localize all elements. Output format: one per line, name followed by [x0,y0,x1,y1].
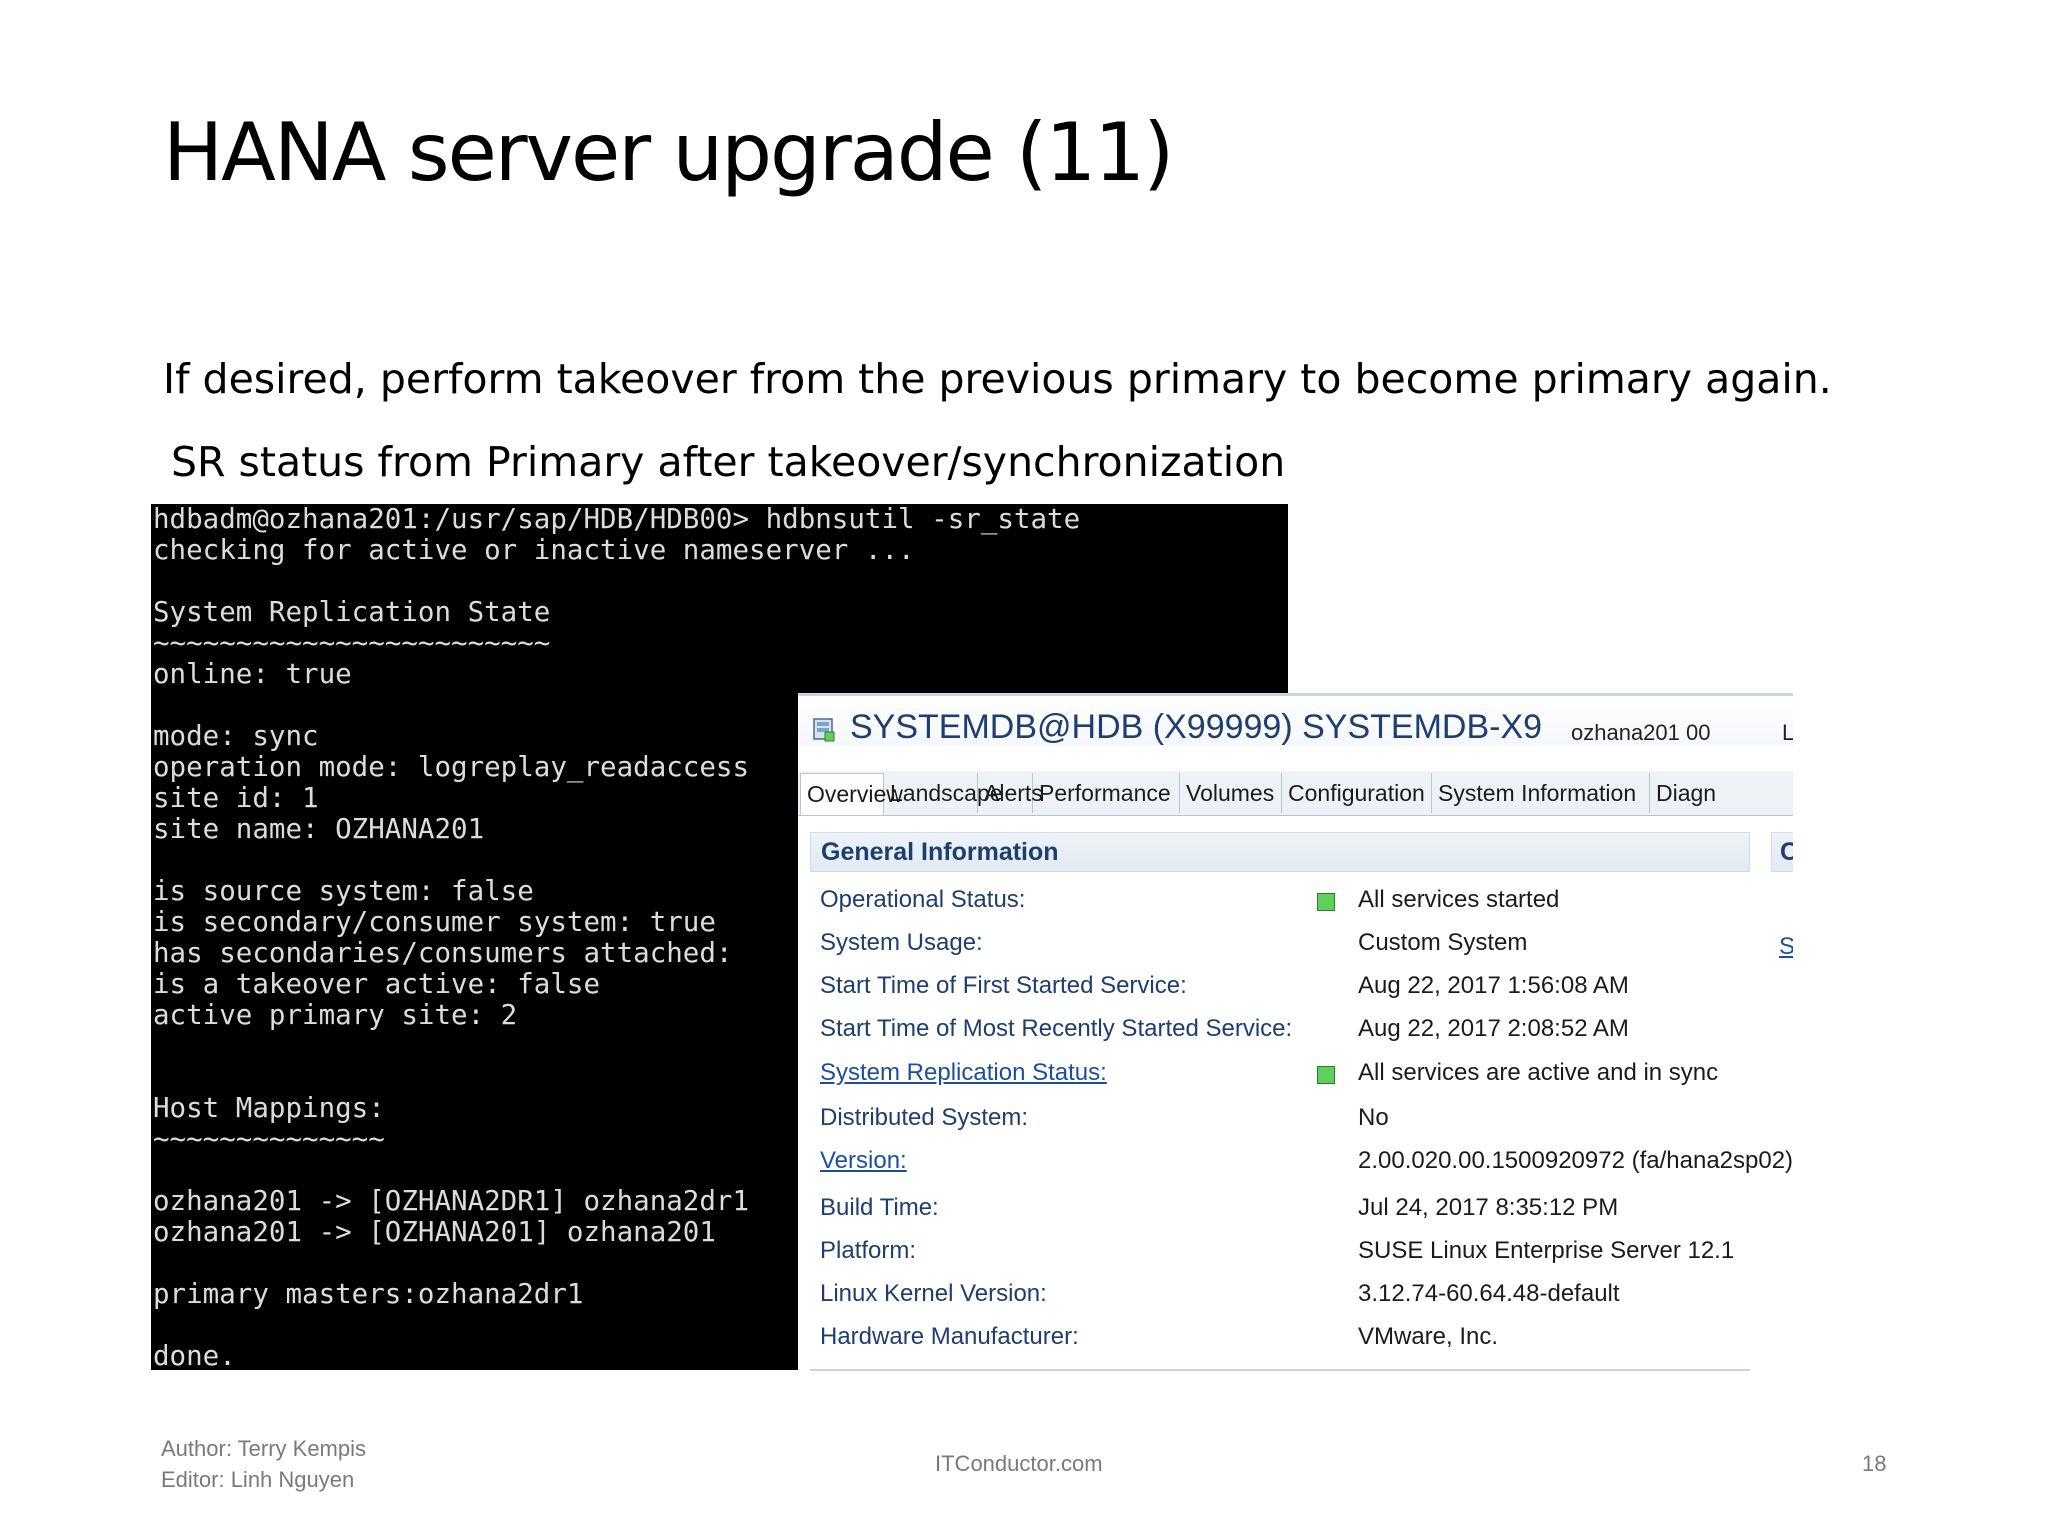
terminal-line: site id: 1 [153,782,319,814]
info-label: Start Time of First Started Service: [820,972,1187,999]
info-label: Distributed System: [820,1104,1029,1131]
tab-configuration[interactable]: Configuration [1282,773,1432,813]
terminal-line: System Replication State [153,596,551,628]
terminal-line: hdbadm@ozhana201:/usr/sap/HDB/HDB00> hdb… [153,504,1081,535]
terminal-line: Host Mappings: [153,1092,385,1124]
info-label-link[interactable]: System Replication Status: [820,1059,1107,1086]
studio-host-label: ozhana201 00 [1571,720,1711,745]
info-value: Aug 22, 2017 1:56:08 AM [1358,972,1629,999]
subheading-text: SR status from Primary after takeover/sy… [171,438,1286,486]
tab-landscape[interactable]: Landscape [884,773,1003,813]
terminal-line: ~~~~~~~~~~~~~~~~~~~~~~~~ [153,627,551,659]
terminal-line: site name: OZHANA201 [153,813,485,845]
section-divider [810,1369,1750,1371]
terminal-line: ozhana201 -> [OZHANA201] ozhana201 [153,1216,716,1248]
info-label: Start Time of Most Recently Started Serv… [820,1015,1293,1042]
footer-site: ITConductor.com [935,1451,1103,1476]
info-value: Jul 24, 2017 8:35:12 PM [1358,1194,1619,1221]
info-label-link[interactable]: Version: [820,1147,907,1174]
info-label: Platform: [820,1237,917,1264]
status-green-icon [1317,893,1335,911]
info-value: 2.00.020.00.1500920972 (fa/hana2sp02) [1358,1147,1793,1174]
page-number: 18 [1862,1451,1887,1476]
footer-author: Author: Terry Kempis [161,1436,367,1461]
terminal-line: ~~~~~~~~~~~~~~ [153,1123,385,1155]
hana-studio-panel: SYSTEMDB@HDB (X99999) SYSTEMDB-X9 ozhana… [798,693,1793,1373]
tab-diagnosis[interactable]: Diagn [1656,780,1717,806]
info-value: 3.12.74-60.64.48-default [1358,1280,1620,1307]
info-value: No [1358,1104,1389,1131]
info-value: All services started [1358,886,1560,913]
instruction-text: If desired, perform takeover from the pr… [163,355,1832,403]
terminal-line: mode: sync [153,720,319,752]
footer-editor: Editor: Linh Nguyen [161,1467,355,1492]
terminal-line: done. [153,1340,236,1371]
studio-truncated-label: L [1782,720,1793,746]
terminal-line: is source system: false [153,875,534,907]
info-value: Custom System [1358,929,1528,956]
info-label: Linux Kernel Version: [820,1280,1047,1307]
studio-titlebar: SYSTEMDB@HDB (X99999) SYSTEMDB-X9 ozhana… [798,696,1793,746]
studio-tab-bar: Overview Landscape Alerts Performance Vo… [798,771,1793,816]
terminal-line: active primary site: 2 [153,999,518,1031]
terminal-line: online: true [153,658,352,690]
tab-system-information[interactable]: System Information [1432,773,1650,813]
terminal-line: primary masters:ozhana2dr1 [153,1278,584,1310]
info-value: VMware, Inc. [1358,1323,1499,1350]
info-label: Hardware Manufacturer: [820,1323,1079,1350]
section-title: General Information [821,838,1059,866]
tab-alerts[interactable]: Alerts [978,773,1043,813]
info-value: SUSE Linux Enterprise Server 12.1 [1358,1237,1735,1264]
terminal-line: is a takeover active: false [153,968,601,1000]
info-label: Operational Status: [820,886,1026,913]
info-label: Build Time: [820,1194,939,1221]
slide-title: HANA server upgrade (11) [163,106,1174,199]
terminal-line: ozhana201 -> [OZHANA2DR1] ozhana2dr1 [153,1185,750,1217]
tab-overview[interactable]: Overview [800,773,903,815]
right-section-title: C [1780,838,1793,867]
general-information-header[interactable]: General Information [810,832,1750,872]
terminal-line: has secondaries/consumers attached: [153,937,750,969]
studio-system-title: SYSTEMDB@HDB (X99999) SYSTEMDB-X9 [850,708,1543,746]
tab-volumes[interactable]: Volumes [1180,773,1282,813]
info-value: All services are active and in sync [1358,1059,1719,1086]
info-label: System Usage: [820,929,983,956]
tab-performance[interactable]: Performance [1033,773,1180,813]
terminal-line: checking for active or inactive nameserv… [153,534,915,566]
database-system-icon [813,718,835,742]
info-value: Aug 22, 2017 2:08:52 AM [1358,1015,1629,1042]
status-green-icon [1317,1066,1335,1084]
terminal-line: is secondary/consumer system: true [153,906,716,938]
terminal-line: operation mode: logreplay_readaccess [153,751,750,783]
right-section-link[interactable]: S [1779,933,1793,961]
right-section-header[interactable]: C [1771,832,1793,872]
